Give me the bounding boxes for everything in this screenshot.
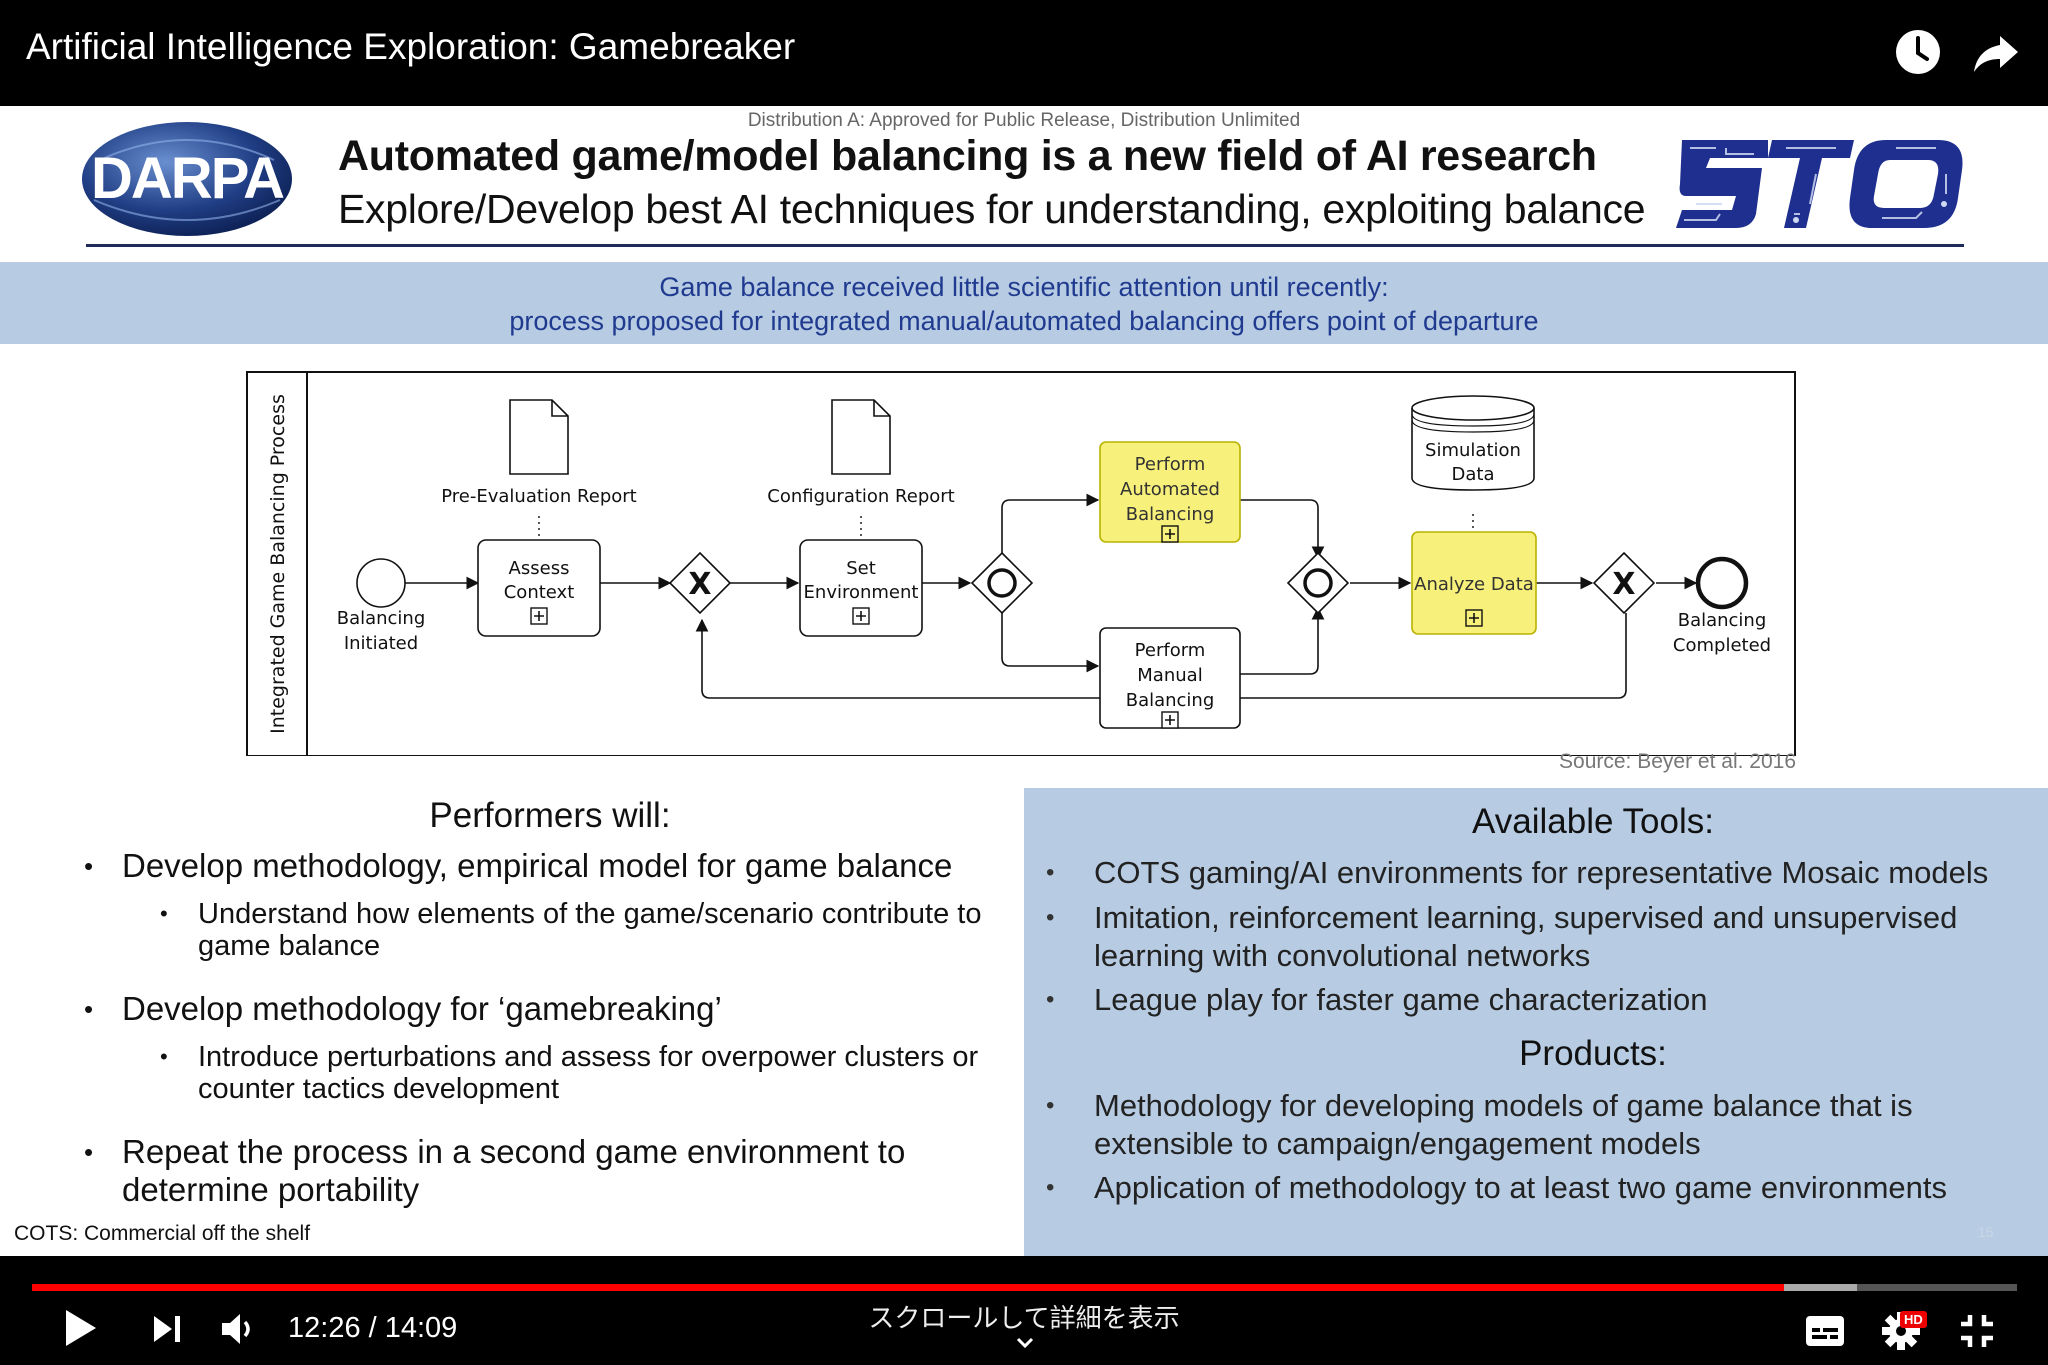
product-bullet-2: • Application of methodology to at least…: [1046, 1170, 1947, 1205]
player-controls: 12:26 / 14:09 スクロールして詳細を表示 HD: [0, 1256, 2048, 1365]
gateway-marker: X: [688, 567, 711, 602]
tools-heading: Available Tools:: [1472, 802, 1714, 841]
distribution-note: Distribution A: Approved for Public Rele…: [747, 110, 1301, 131]
svg-text:DARPA: DARPA: [91, 146, 284, 211]
progress-played: [32, 1284, 1784, 1291]
subtitles-button[interactable]: [1804, 1314, 1846, 1348]
inclusive-gateway-join: [1286, 551, 1350, 615]
end-event: [1695, 556, 1749, 610]
banner-line-2: process proposed for integrated manual/a…: [509, 306, 1539, 336]
slide-subhead: Explore/Develop best AI techniques for u…: [338, 186, 1646, 232]
play-icon: [66, 1310, 96, 1346]
next-icon: [154, 1316, 180, 1342]
video-title-bar: Artificial Intelligence Exploration: Gam…: [0, 0, 2048, 106]
share-icon: [1974, 36, 2018, 72]
scroll-hint[interactable]: スクロールして詳細を表示: [868, 1304, 1180, 1334]
svg-text:Automated: Automated: [1120, 479, 1220, 500]
exclusive-gateway-end: [1592, 551, 1656, 615]
watch-later-button[interactable]: [1890, 24, 1946, 80]
performer-sub-bullet-2: • Introduce perturbations and assess for…: [160, 1041, 979, 1105]
exit-fullscreen-icon: [1961, 1315, 1993, 1347]
sto-logo: [1676, 140, 1963, 228]
svg-text:Analyze Data: Analyze Data: [1414, 574, 1534, 595]
svg-text:X: X: [1612, 567, 1635, 602]
balancing-process-diagram: Integrated Game Balancing Process Balanc…: [246, 371, 1796, 756]
svg-text:Simulation: Simulation: [1425, 440, 1521, 461]
pre-eval-report-doc: [509, 399, 569, 475]
svg-text:Completed: Completed: [1673, 635, 1771, 656]
volume-icon: [222, 1314, 250, 1344]
progress-bar[interactable]: [32, 1284, 2017, 1291]
chevron-down-icon[interactable]: [1014, 1332, 1036, 1354]
slide-headline: Automated game/model balancing is a new …: [338, 132, 1597, 180]
start-event-label-1: Balancing: [337, 608, 426, 629]
tools-products-panel: Available Tools: • COTS gaming/AI enviro…: [1024, 788, 2048, 1256]
volume-button[interactable]: [218, 1310, 258, 1348]
exclusive-gateway: [668, 551, 732, 615]
video-title[interactable]: Artificial Intelligence Exploration: Gam…: [26, 26, 796, 67]
assess-context-task: [477, 539, 601, 637]
tool-bullet-1: • COTS gaming/AI environments for repres…: [1046, 855, 1989, 890]
analyze-data-task: [1411, 531, 1537, 635]
set-env-label-2: Environment: [804, 582, 919, 603]
performer-bullet-1: • Develop methodology, empirical model f…: [84, 847, 953, 884]
svg-text:Data: Data: [1452, 464, 1495, 485]
diagram-source: Source: Beyer et al. 2016: [1559, 750, 1796, 773]
next-button[interactable]: [150, 1312, 184, 1346]
start-event: [356, 558, 406, 608]
pre-eval-report-label: Pre-Evaluation Report: [441, 486, 636, 507]
subtitles-icon: [1806, 1316, 1844, 1346]
context-banner: Game balance received little scientific …: [0, 262, 2048, 344]
slide-number: 15: [1978, 1224, 1994, 1240]
products-heading: Products:: [1519, 1034, 1667, 1073]
performer-bullet-2: • Develop methodology for ‘gamebreaking’: [84, 990, 722, 1027]
pool-label: Integrated Game Balancing Process: [267, 394, 289, 734]
svg-text:Perform: Perform: [1135, 454, 1206, 475]
svg-text:Balancing: Balancing: [1126, 690, 1215, 711]
exit-fullscreen-button[interactable]: [1958, 1312, 1996, 1350]
play-button[interactable]: [60, 1306, 100, 1350]
clock-icon: [1896, 30, 1940, 74]
svg-text:Perform: Perform: [1135, 640, 1206, 661]
header-divider: [86, 244, 1964, 247]
performer-sub-bullet-1: • Understand how elements of the game/sc…: [160, 898, 982, 962]
svg-text:Manual: Manual: [1137, 665, 1202, 686]
assess-label-2: Context: [504, 582, 575, 603]
set-env-label-1: Set: [846, 558, 876, 579]
config-report-doc: [831, 399, 891, 475]
share-button[interactable]: [1968, 24, 2024, 80]
tool-bullet-2: • Imitation, reinforcement learning, sup…: [1046, 900, 1958, 973]
time-display: 12:26 / 14:09: [288, 1312, 458, 1344]
assess-label-1: Assess: [509, 558, 570, 579]
product-bullet-1: • Methodology for developing models of g…: [1046, 1088, 1913, 1161]
bullet-marker: •: [84, 851, 94, 881]
darpa-logo: DARPA: [82, 122, 292, 236]
svg-text:Balancing: Balancing: [1678, 610, 1767, 631]
performers-heading: Performers will:: [429, 796, 671, 835]
set-environment-task: [799, 539, 923, 637]
start-event-label-2: Initiated: [344, 633, 418, 654]
banner-line-1: Game balance received little scientific …: [659, 272, 1389, 302]
performer-bullet-3: • Repeat the process in a second game en…: [84, 1133, 906, 1208]
inclusive-gateway-split: [970, 551, 1034, 615]
simulation-data-store: [1411, 395, 1535, 491]
svg-text:Balancing: Balancing: [1126, 504, 1215, 525]
video-frame-slide[interactable]: Distribution A: Approved for Public Rele…: [0, 106, 2048, 1256]
tool-bullet-3: • League play for faster game characteri…: [1046, 982, 1708, 1017]
config-report-label: Configuration Report: [767, 486, 954, 507]
hd-badge: HD: [1900, 1311, 1927, 1328]
cots-footnote: COTS: Commercial off the shelf: [14, 1222, 311, 1245]
